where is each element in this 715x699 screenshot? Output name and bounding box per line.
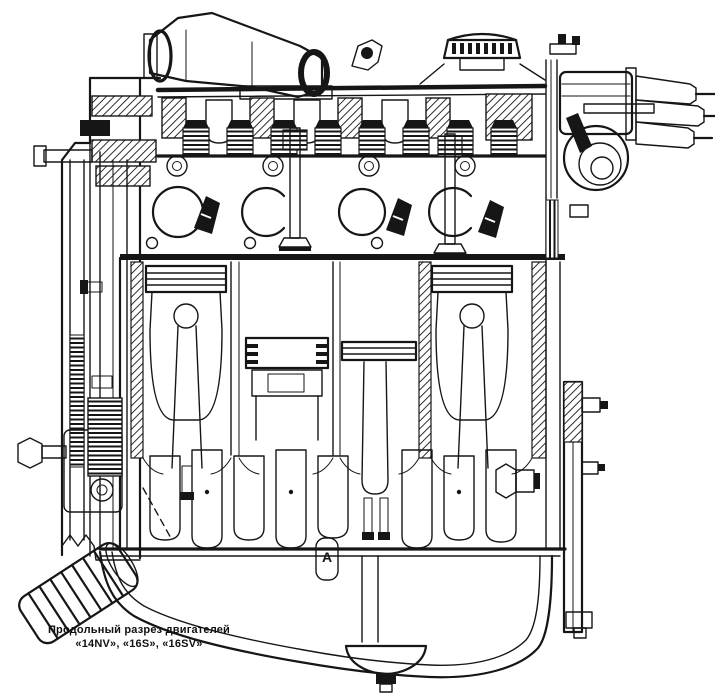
camshaft-housing bbox=[156, 93, 547, 158]
caption-line-2: «14NV», «16S», «16SV» bbox=[75, 637, 203, 650]
counterweights bbox=[149, 449, 517, 549]
timing-belt-teeth bbox=[69, 334, 85, 468]
rod-bolt bbox=[180, 465, 194, 500]
caption-line-1: Продольный разрез двигателей bbox=[47, 624, 231, 636]
oil-pickup-tube bbox=[344, 555, 428, 693]
spark-plugs bbox=[194, 196, 504, 238]
figure-caption: Продольный разрез двигателей «14NV», «16… bbox=[34, 624, 244, 651]
valve bbox=[433, 133, 467, 257]
outlet-flange bbox=[147, 29, 173, 83]
piston-ring-grooves bbox=[246, 344, 328, 364]
valve-spring bbox=[182, 120, 210, 155]
valve bbox=[278, 127, 312, 251]
hose-clamp bbox=[298, 49, 330, 97]
breather-fitting bbox=[351, 39, 383, 71]
oil-pump-and-crank-nose bbox=[17, 397, 123, 513]
vacuum-advance-unit bbox=[562, 113, 630, 192]
ignition-wire-towers bbox=[635, 75, 715, 149]
combustion-chambers bbox=[151, 185, 473, 239]
valve-spring bbox=[314, 120, 342, 155]
piston-2 bbox=[244, 336, 330, 441]
piston-4 bbox=[430, 264, 514, 470]
valve-spring bbox=[490, 120, 518, 155]
drain-plug bbox=[376, 674, 396, 684]
flywheel-bolt bbox=[581, 461, 605, 475]
water-outlet-housing bbox=[143, 11, 333, 100]
crank-rear-flange-bolt bbox=[495, 463, 540, 499]
crank-pulley-bolt bbox=[17, 437, 43, 469]
distributor-hold-down bbox=[549, 43, 577, 55]
engine-front-face bbox=[80, 151, 128, 549]
distributor-body bbox=[558, 70, 634, 136]
cylinder-head bbox=[120, 127, 565, 260]
valve-springs bbox=[182, 120, 518, 155]
valve-spring bbox=[402, 120, 430, 155]
flywheel-end bbox=[545, 199, 608, 639]
distributor bbox=[545, 34, 715, 199]
head-gasket-deck bbox=[120, 254, 565, 260]
crankshaft: A bbox=[142, 361, 540, 581]
valve-cover bbox=[155, 63, 548, 98]
cap-ribs bbox=[452, 43, 512, 54]
piston-1 bbox=[144, 264, 228, 469]
oil-filler-cap bbox=[442, 32, 522, 71]
camshaft-bolt bbox=[43, 149, 93, 163]
flywheel-bolt bbox=[581, 397, 608, 413]
valve-spring bbox=[226, 120, 254, 155]
valve-spring bbox=[358, 120, 386, 155]
engine-block bbox=[118, 197, 561, 550]
crankshaft-mark-label: A bbox=[322, 549, 332, 565]
crankshaft-mark-tab: A bbox=[315, 537, 339, 581]
camshaft-sprocket bbox=[33, 95, 157, 187]
rocker-pivot-bosses bbox=[166, 155, 476, 177]
distributor-clamp-rod bbox=[583, 103, 655, 114]
piston-3 bbox=[340, 340, 418, 362]
crank-sprocket bbox=[87, 397, 123, 477]
connecting-rod-3 bbox=[361, 361, 390, 540]
oil-pan bbox=[98, 547, 567, 693]
oil-filter bbox=[18, 541, 139, 645]
